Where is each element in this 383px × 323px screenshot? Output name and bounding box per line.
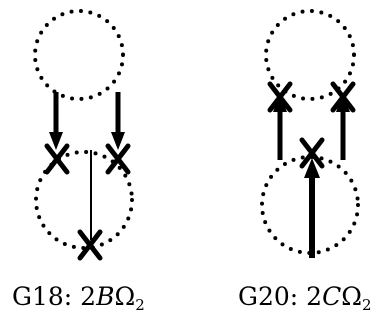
g20-upper-dotted-loop: [264, 9, 356, 101]
g20-left-arrowhead: [273, 94, 287, 112]
caption-g18: G18: 2BΩ2: [12, 284, 145, 313]
diagram-g18: [33, 9, 134, 261]
g18-upper-dotted-loop: [33, 9, 125, 101]
caption-g20-subscript: 2: [361, 296, 372, 314]
caption-g20-label: G20:: [238, 282, 299, 311]
g18-left-arrowhead: [49, 132, 63, 150]
caption-g18-variable: B: [96, 282, 115, 311]
g20-center-arrowhead: [304, 158, 320, 178]
g20-cross-right: [330, 81, 356, 113]
g18-cross-left: [44, 143, 70, 175]
g18-cross-right: [105, 143, 131, 175]
g20-cross-left: [267, 81, 293, 113]
g20-right-arrowhead: [336, 94, 350, 112]
g18-lower-dotted-loop: [34, 150, 134, 250]
caption-g20: G20: 2CΩ2: [238, 284, 372, 313]
caption-g18-coefficient: 2: [80, 282, 97, 311]
g18-cross-bottom: [77, 229, 103, 261]
g18-right-arrowhead: [111, 132, 125, 150]
caption-g20-variable: C: [322, 282, 342, 311]
caption-g18-operator: Ω: [114, 282, 136, 311]
caption-g20-operator: Ω: [341, 282, 362, 311]
caption-g18-subscript: 2: [135, 296, 145, 314]
caption-g20-coefficient: 2: [306, 282, 323, 311]
caption-g18-label: G18:: [12, 282, 73, 311]
diagram-g20: [260, 9, 360, 258]
g20-cross-center: [299, 137, 325, 169]
